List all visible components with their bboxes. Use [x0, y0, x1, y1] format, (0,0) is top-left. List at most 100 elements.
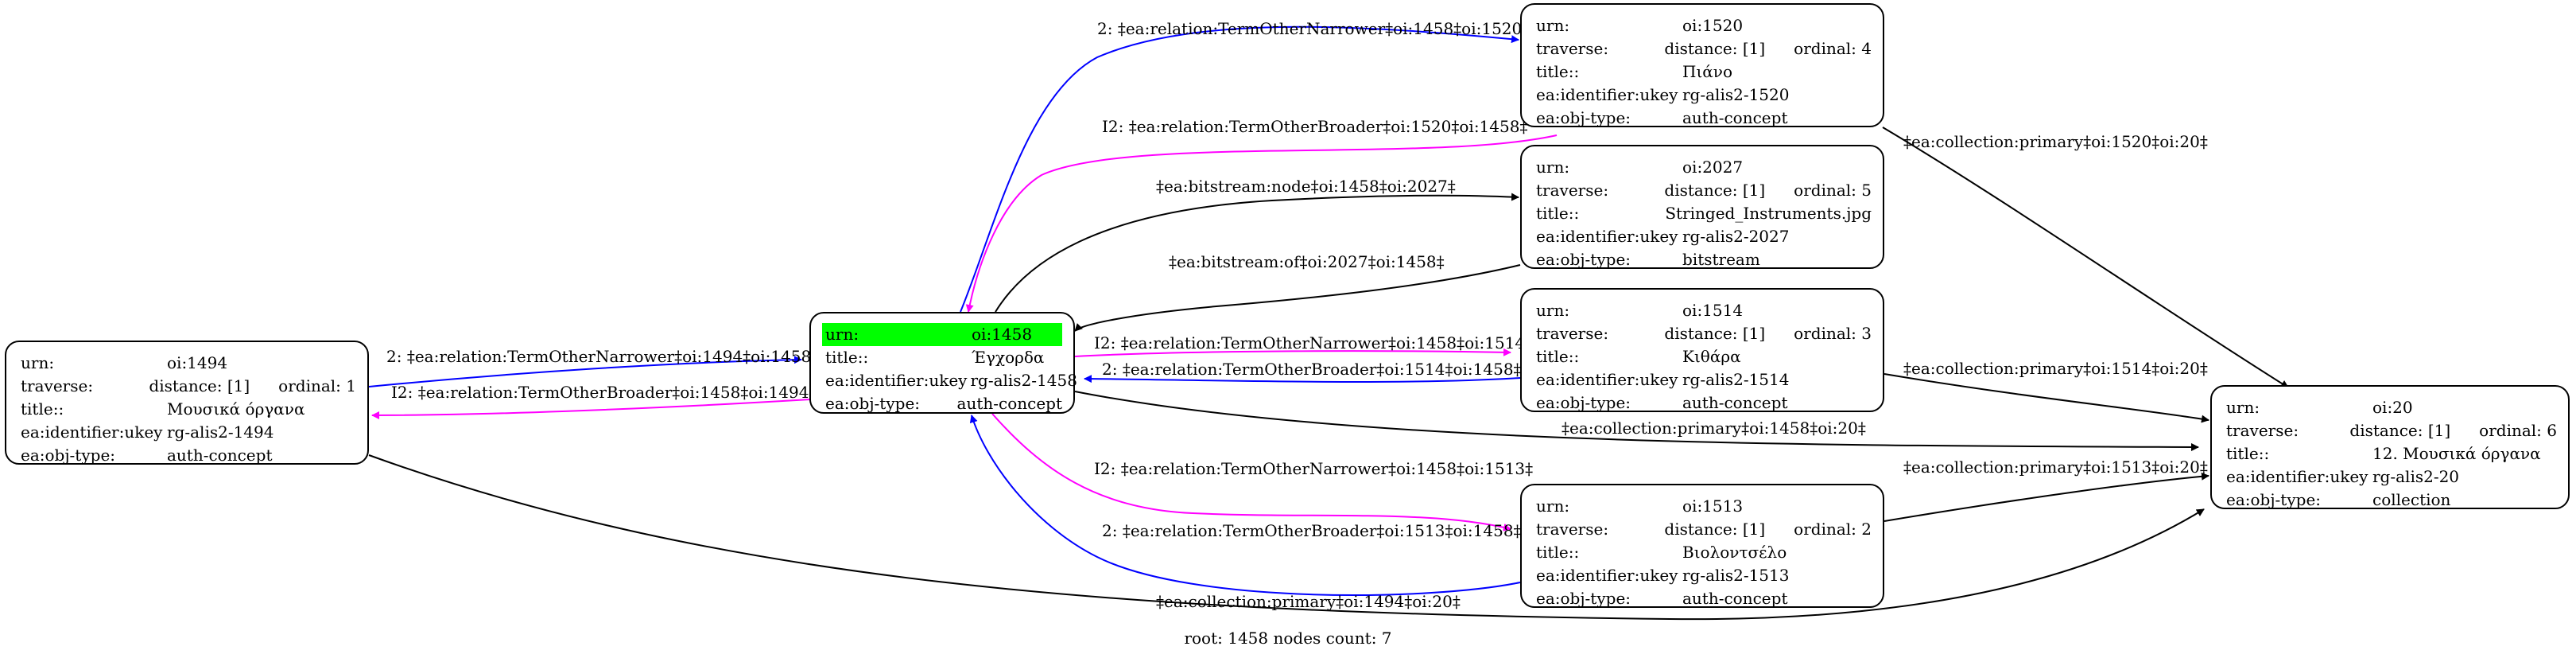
node-value: distance: [1]: [1664, 181, 1766, 200]
node-row: ea:obj-type:auth-concept: [1533, 587, 1872, 610]
node-key: urn:: [1536, 158, 1570, 177]
node-key: title::: [825, 348, 869, 367]
node-value: rg-alis2-2027: [1682, 227, 1790, 246]
node-value: bitstream: [1682, 250, 1760, 269]
edge-1458-1514-narrower: [1074, 348, 1511, 357]
node-row: ea:obj-type: auth-concept: [822, 392, 1062, 415]
node-value: Βιολοντσέλο: [1682, 543, 1787, 562]
node-value: distance: [1]: [1664, 520, 1766, 539]
node-oi-1494[interactable]: urn:oi:1494 traverse:distance: [1]ordina…: [5, 341, 369, 465]
node-value: distance: [1]: [1664, 39, 1766, 58]
node-key: ea:identifier:ukey: [21, 422, 163, 442]
edge-label-1513-1458-broader: 2: ‡ea:relation:TermOtherBroader‡oi:1513…: [1102, 521, 1522, 540]
node-row: title::Stringed_Instruments.jpg: [1533, 202, 1872, 225]
node-key: title::: [1536, 543, 1580, 562]
node-key: urn:: [21, 353, 55, 372]
node-row: traverse: distance: [1] ordinal: 2: [1533, 518, 1872, 541]
edge-1520-20-collection: [1882, 127, 2289, 388]
node-row: urn: oi:1514: [1533, 299, 1872, 322]
node-row: title::12. Μουσικά όργανα: [2223, 442, 2557, 465]
edge-label-1458-1494-broader: I2: ‡ea:relation:TermOtherBroader‡oi:145…: [391, 383, 817, 402]
node-row-highlighted: urn:oi:1458: [822, 323, 1062, 346]
edge-label-1458-1520-narrower: 2: ‡ea:relation:TermOtherNarrower‡oi:145…: [1097, 19, 1530, 38]
node-row: urn:oi:1520: [1533, 14, 1872, 37]
edge-1520-1458-broader: [965, 134, 1558, 313]
node-value: rg-alis2-1513: [1682, 566, 1790, 585]
node-value: oi:1514: [1682, 301, 1744, 320]
node-row: title::Βιολοντσέλο: [1533, 541, 1872, 564]
node-value: Μουσικά όργανα: [167, 399, 305, 419]
node-key: title::: [1536, 204, 1580, 223]
node-value: Κιθάρα: [1682, 347, 1741, 366]
node-value: Έγχορδα: [972, 348, 1045, 367]
node-key: urn:: [1536, 301, 1570, 320]
node-ordinal: ordinal: 4: [1794, 39, 1872, 58]
node-key: ea:identifier:ukey: [1536, 566, 1678, 585]
edge-label-1520-1458-broader: I2: ‡ea:relation:TermOtherBroader‡oi:152…: [1102, 117, 1527, 136]
node-value: rg-alis2-1520: [1682, 85, 1790, 104]
node-row: urn:oi:20: [2223, 396, 2557, 419]
edge-label-1494-1458-narrower: 2: ‡ea:relation:TermOtherNarrower‡oi:149…: [386, 347, 819, 366]
node-oi-20[interactable]: urn:oi:20 traverse:distance: [1]ordinal:…: [2210, 385, 2570, 509]
node-ordinal: ordinal: 2: [1794, 520, 1872, 539]
edge-label-2027-1458-bitstream-of: ‡ea:bitstream:of‡oi:2027‡oi:1458‡: [1169, 252, 1445, 271]
node-value: oi:20: [2372, 398, 2413, 417]
node-value: rg-alis2-20: [2372, 467, 2460, 486]
edge-label-1458-1514-narrower: I2: ‡ea:relation:TermOtherNarrower‡oi:14…: [1094, 333, 1533, 352]
node-key: traverse:: [2226, 421, 2299, 440]
node-key: traverse:: [1536, 181, 1609, 200]
node-value: Πιάνο: [1682, 62, 1732, 81]
node-key: ea:obj-type:: [1536, 250, 1631, 269]
node-value: auth-concept: [167, 446, 273, 465]
edge-1494-20-collection: [368, 454, 2205, 621]
node-key: ea:identifier:ukey: [1536, 85, 1678, 104]
node-oi-1514[interactable]: urn:oi:1514 traverse:distance: [1]ordina…: [1520, 288, 1884, 412]
node-key: ea:identifier:ukey: [1536, 227, 1678, 246]
node-ordinal: ordinal: 1: [278, 376, 356, 395]
edge-1458-1520-narrower: [960, 25, 1519, 313]
node-row: traverse:distance: [1]ordinal: 6: [2223, 419, 2557, 442]
node-value: rg-alis2-1514: [1682, 370, 1790, 389]
node-row: ea:obj-type: auth-concept: [17, 444, 356, 467]
node-key: title::: [1536, 62, 1580, 81]
edge-label-1513-20-collection: ‡ea:collection:primary‡oi:1513‡oi:20‡: [1903, 457, 2208, 477]
node-key: urn:: [822, 323, 968, 346]
edge-1458-20-collection: [1074, 391, 2199, 451]
edge-label-1514-20-collection: ‡ea:collection:primary‡oi:1514‡oi:20‡: [1903, 359, 2208, 378]
node-key: traverse:: [1536, 520, 1609, 539]
node-oi-1513[interactable]: urn:oi:1513 traverse:distance: [1]ordina…: [1520, 484, 1884, 608]
node-key: ea:obj-type:: [1536, 393, 1631, 412]
node-row: urn: oi:2027: [1533, 156, 1872, 179]
node-value: auth-concept: [956, 394, 1062, 413]
node-row: ea:obj-type:collection: [2223, 489, 2557, 512]
node-key: title::: [2226, 444, 2270, 463]
edge-2027-1458-bitstream-of: [1074, 264, 1521, 332]
edge-1514-20-collection: [1884, 373, 2209, 423]
node-value: Stringed_Instruments.jpg: [1665, 204, 1872, 223]
node-key: ea:obj-type:: [2226, 490, 2322, 509]
node-row: title::Έγχορδα: [822, 346, 1062, 369]
node-key: ea:obj-type:: [1536, 108, 1631, 127]
node-value: oi:2027: [1682, 158, 1744, 177]
node-oi-1458-root[interactable]: urn:oi:1458 title::Έγχορδα ea:identifier…: [809, 312, 1077, 415]
node-row: title::Πιάνο: [1533, 60, 1872, 84]
node-key: ea:obj-type:: [21, 446, 116, 465]
edge-label-1458-20-collection: ‡ea:collection:primary‡oi:1458‡oi:20‡: [1562, 419, 1866, 438]
node-value: auth-concept: [1682, 108, 1788, 127]
node-oi-2027[interactable]: urn: oi:2027 traverse: distance: [1] ordina…: [1520, 145, 1884, 269]
node-value: rg-alis2-1458: [970, 371, 1077, 390]
node-ordinal: ordinal: 5: [1794, 181, 1872, 200]
node-key: ea:obj-type:: [825, 394, 921, 413]
node-row: traverse:distance: [1]ordinal: 4: [1533, 37, 1872, 60]
edge-label-1514-1458-broader: 2: ‡ea:relation:TermOtherBroader‡oi:1514…: [1102, 360, 1522, 379]
node-oi-1520[interactable]: urn:oi:1520 traverse:distance: [1]ordina…: [1520, 3, 1884, 127]
node-value: distance: [1]: [1664, 324, 1766, 343]
node-row: ea:obj-type: auth-concept: [1533, 107, 1872, 130]
edge-1458-1513-narrower: [991, 413, 1511, 531]
